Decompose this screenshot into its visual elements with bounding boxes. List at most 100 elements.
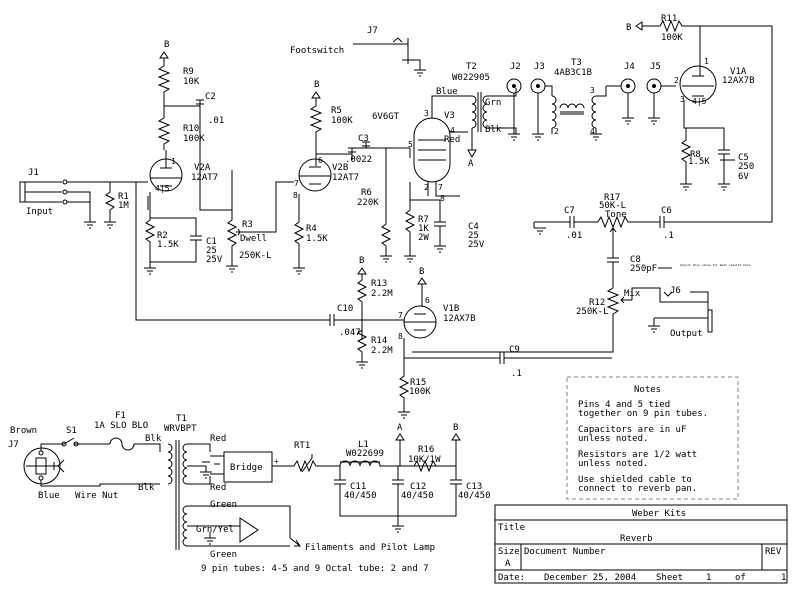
red-label: Red [210, 434, 226, 444]
r17-label: R17 [604, 193, 620, 203]
tube-note: 9 pin tubes: 4-5 and 9 Octal tube: 2 and… [201, 564, 429, 574]
j3-label: J3 [534, 62, 545, 72]
grn-label: Grn [485, 98, 501, 108]
notes-line: Capacitors are in uF [578, 425, 686, 435]
notes-box: Notes Pins 4 and 5 tied together on 9 pi… [566, 376, 739, 500]
rt1-label: RT1 [294, 441, 310, 451]
svg-text:3: 3 [424, 109, 429, 118]
c2-label: C2 [205, 92, 216, 102]
b-label: B [419, 267, 424, 277]
tone-label: Tone [605, 210, 627, 220]
r6-value: 220K [357, 198, 379, 208]
sheet-label: Sheet [656, 573, 683, 583]
date-label: Date: [498, 573, 525, 583]
c5-value2: 6V [738, 172, 749, 182]
red-label: Red [444, 135, 460, 145]
c12-value: 40/450 [401, 491, 434, 501]
c4-value1: 25 [468, 231, 479, 241]
r9-value: 10K [183, 77, 200, 87]
t2-part: W022905 [452, 73, 490, 83]
svg-text:6: 6 [318, 156, 323, 165]
v2a-label: V2A [194, 163, 211, 173]
dwell-pot-r3: R3 Dwell 250K-L [226, 181, 294, 273]
c9-label: C9 [509, 345, 520, 355]
v2a-cathode: R2 1.5K C1 25 25V [144, 192, 223, 275]
input-label: Input [26, 207, 53, 217]
r12-label: R12 [589, 298, 605, 308]
r11-value: 100K [661, 33, 683, 43]
c10-value: .047 [339, 328, 361, 338]
reverb-tank-jacks: J2 J3 T3 4AB3C1B 2 3 4 J4 J5 [506, 58, 676, 141]
blue-label: Blue [436, 87, 458, 97]
tone-section: C7 .01 R17 50K-L Tone C6 .1 C8 250pF Adj… [533, 193, 751, 288]
v3-power-tube: 6V6GT V3 R6 220K 3 5 4 2 7 8 R7 1K 2W C4… [357, 95, 485, 263]
v3-label: V3 [444, 111, 455, 121]
r15-label: R15 [410, 378, 426, 388]
filaments-label: Filaments and Pilot Lamp [305, 543, 435, 553]
c13-label: C13 [466, 482, 482, 492]
b-label: B [164, 40, 169, 50]
r13-value: 2.2M [371, 289, 393, 299]
t2-label: T2 [466, 62, 477, 72]
dwell-label: Dwell [240, 234, 267, 244]
v1a-stage: B R11 100K 1 2 3 4|5 V1A 12AX7B R8 1.5K … [626, 14, 773, 223]
c4-label: C4 [468, 222, 479, 232]
c6-label: C6 [661, 206, 672, 216]
a-label: A [468, 159, 474, 169]
green-label: Green [210, 500, 237, 510]
r17-value: 50K-L [599, 201, 626, 211]
r8-label: R8 [690, 150, 701, 160]
svg-text:8: 8 [293, 191, 298, 200]
green-label: Green [210, 550, 237, 560]
bridge-label: Bridge [230, 463, 263, 473]
r4-label: R4 [306, 224, 317, 234]
c10-label: C10 [337, 304, 353, 314]
l1-label: L1 [358, 440, 369, 450]
r12-value: 250K-L [576, 307, 609, 317]
size-label: Size [498, 547, 520, 557]
v2a-pins: 4|5 [155, 184, 170, 193]
r7-value1: 1K [418, 224, 429, 234]
c8-value: 250pF [630, 264, 657, 274]
r5-label: R5 [331, 106, 342, 116]
r9-label: R9 [183, 67, 194, 77]
c3-value: .0022 [345, 155, 372, 165]
output-label: Output [670, 329, 703, 339]
svg-text:8: 8 [440, 194, 445, 203]
c2-value: .01 [208, 116, 224, 126]
r5-value: 100K [331, 116, 353, 126]
title-block: Weber Kits Title Reverb Size A Document … [494, 504, 788, 584]
t1-part: WRVBPT [164, 424, 197, 434]
b-label: B [314, 80, 319, 90]
svg-text:5: 5 [408, 140, 413, 149]
rev-label: REV [765, 547, 782, 557]
of-label: of [735, 573, 746, 583]
j7-power-label: J7 [8, 440, 19, 450]
r1-value: 1M [118, 201, 129, 211]
j5-label: J5 [650, 62, 661, 72]
c3-label: C3 [358, 134, 369, 144]
r7-value2: 2W [418, 233, 429, 243]
svg-text:2: 2 [674, 76, 679, 85]
v2b-stage: B R5 100K 6 7 8 V2B 12AT7 R4 1.5K C3 .00… [293, 80, 410, 275]
r6-label: R6 [361, 188, 372, 198]
r2-value: 1.5K [157, 240, 179, 250]
svg-text:1: 1 [704, 57, 709, 66]
svg-text:6: 6 [425, 296, 430, 305]
mix-output: R12 250K-L Mix J6 Output [412, 286, 713, 353]
footswitch-label: Footswitch [290, 46, 344, 56]
r8-value: 1.5K [688, 157, 710, 167]
r16-label: R16 [418, 445, 434, 455]
v1a-label: V1A [730, 67, 747, 77]
v2b-label: V2B [332, 163, 348, 173]
v1a-type: 12AX7B [722, 76, 755, 86]
r14-label: R14 [371, 336, 387, 346]
r16-value: 10K/1W [408, 455, 441, 465]
j7-label: J7 [367, 26, 378, 36]
v1b-type: 12AX7B [443, 314, 476, 324]
j1-label: J1 [28, 168, 39, 178]
l1-part: W022699 [346, 449, 384, 459]
t3-part: 4AB3C1B [554, 68, 592, 78]
c7-label: C7 [564, 206, 575, 216]
